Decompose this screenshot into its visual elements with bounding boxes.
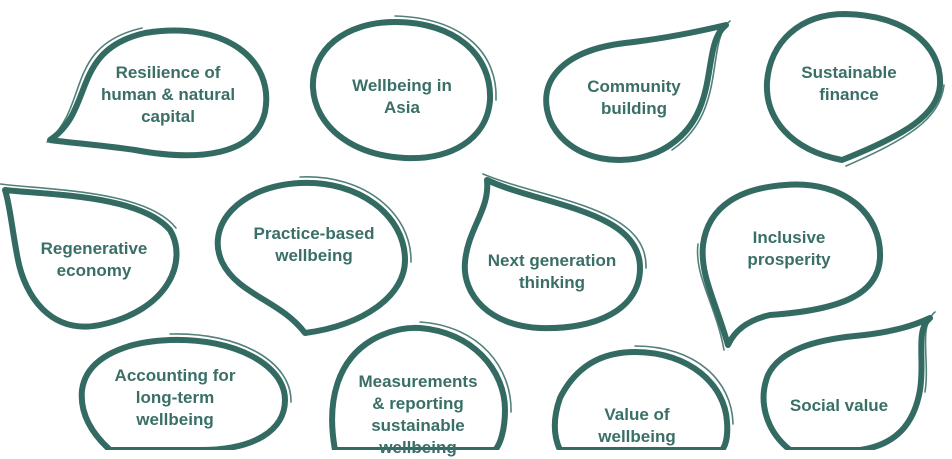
bubble-practice-based xyxy=(214,176,412,336)
bubble-next-generation xyxy=(461,173,647,332)
bubble-community xyxy=(543,20,731,164)
topic-label-practice-based: Practice-based wellbeing xyxy=(253,224,375,265)
topic-label-resilience: Resilience of human & natural capital xyxy=(100,63,236,126)
topic-label-value-wellbeing: Value of wellbeing xyxy=(598,405,676,446)
bubble-regenerative xyxy=(0,183,180,330)
bubble-inclusive-prosperity xyxy=(696,181,884,351)
topic-label-sustainable-finance: Sustainable finance xyxy=(801,63,897,104)
topic-label-regenerative: Regenerative economy xyxy=(40,239,148,280)
topic-label-inclusive-prosperity: Inclusive prosperity xyxy=(747,228,831,269)
topic-label-social-value: Social value xyxy=(789,396,889,415)
bubble-resilience xyxy=(46,27,270,159)
bubble-sustainable-finance xyxy=(763,11,945,167)
topic-label-measurements: Measurements & reporting sustainable wel… xyxy=(358,372,478,457)
bubble-wellbeing-asia xyxy=(309,15,497,162)
topic-label-wellbeing-asia: Wellbeing in Asia xyxy=(352,76,452,117)
bubble-social-value xyxy=(760,311,936,450)
bubble-measurements xyxy=(329,321,512,450)
topic-label-accounting: Accounting for long-term wellbeing xyxy=(114,366,236,429)
topic-label-next-generation: Next generation thinking xyxy=(487,251,617,292)
topic-label-community: Community building xyxy=(587,77,681,118)
